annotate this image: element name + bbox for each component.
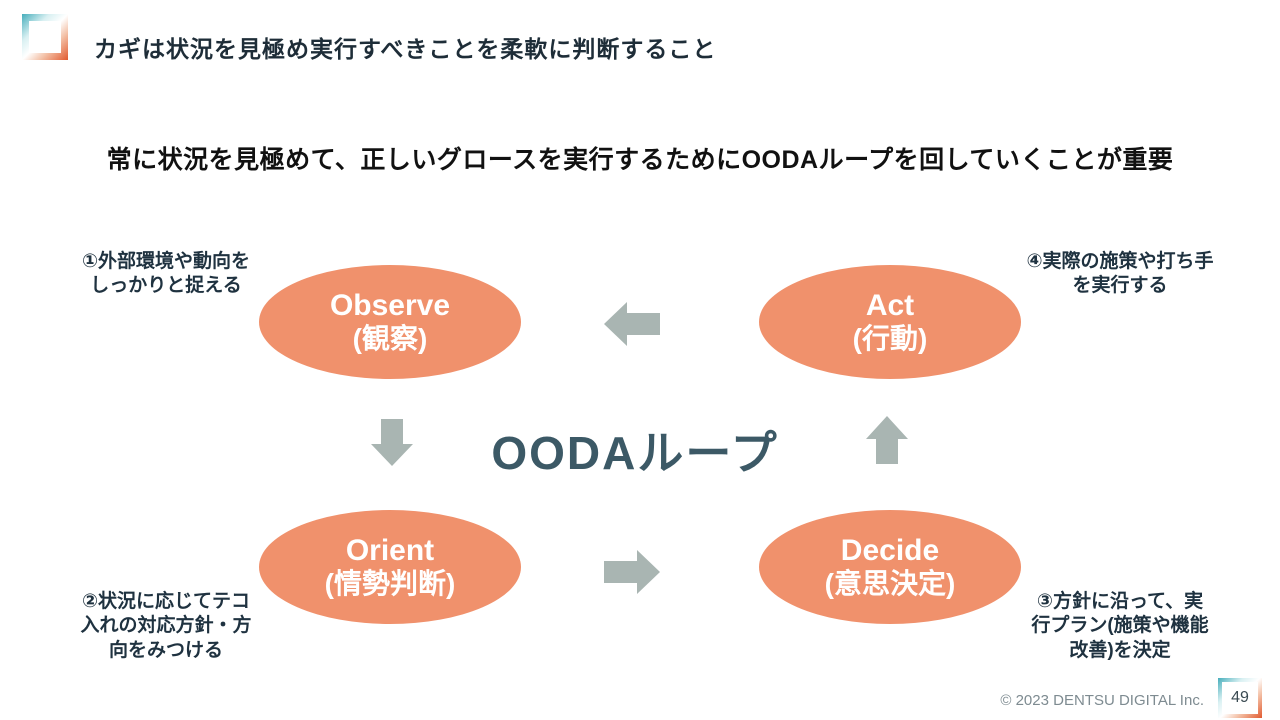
node-observe: Observe (観察) — [259, 265, 521, 379]
annotation-line: 改善)を決定 — [1069, 639, 1171, 661]
annotation-line: ③方針に沿って、実 — [1036, 591, 1204, 612]
dentsu-digital-logo-icon — [22, 14, 68, 60]
node-observe-label-en: Observe — [329, 288, 451, 322]
page-number: 49 — [1222, 682, 1258, 714]
node-decide-label-ja: (意思決定) — [824, 568, 956, 600]
ooda-loop-title: OODAループ — [491, 427, 779, 479]
annotation-2-orient: ②状況に応じてテコ 入れの対応方針・方 向をみつける — [50, 590, 282, 663]
annotation-line: しっかりと捉える — [90, 275, 242, 297]
node-orient-label-ja: (情勢判断) — [324, 568, 456, 600]
annotation-line: ①外部環境や動向を — [81, 251, 251, 272]
arrow-left-icon — [604, 300, 660, 348]
annotation-line: 入れの対応方針・方 — [80, 615, 252, 637]
annotation-4-act: ④実際の施策や打ち手 を実行する — [996, 250, 1244, 299]
logo-inner-square — [29, 21, 61, 53]
node-orient: Orient (情勢判断) — [259, 510, 521, 624]
node-decide: Decide (意思決定) — [759, 510, 1021, 624]
arrow-right-icon — [604, 548, 660, 596]
annotation-line: ④実際の施策や打ち手 — [1026, 251, 1214, 272]
page-number-box: 49 — [1218, 678, 1262, 718]
annotation-1-observe: ①外部環境や動向を しっかりと捉える — [52, 250, 280, 299]
annotation-line: 行プラン(施策や機能 — [1031, 615, 1209, 637]
arrow-up-icon — [864, 416, 910, 464]
arrow-down-icon — [369, 419, 415, 466]
node-orient-label-en: Orient — [345, 533, 435, 567]
annotation-line: を実行する — [1072, 275, 1168, 297]
annotation-3-decide: ③方針に沿って、実 行プラン(施策や機能 改善)を決定 — [998, 590, 1242, 663]
annotation-line: ②状況に応じてテコ — [81, 591, 251, 612]
node-act-label-en: Act — [865, 288, 915, 322]
lead-sentence: 常に状況を見極めて、正しいグロースを実行するためにOODAループを回していくこと… — [106, 146, 1174, 174]
node-act-label-ja: (行動) — [852, 323, 928, 355]
page-title: カギは状況を見極め実行すべきことを柔軟に判断すること — [94, 36, 717, 62]
node-observe-label-ja: (観察) — [352, 323, 428, 355]
annotation-line: 向をみつける — [108, 639, 223, 661]
node-decide-label-en: Decide — [840, 533, 940, 567]
node-act: Act (行動) — [759, 265, 1021, 379]
copyright-text: © 2023 DENTSU DIGITAL Inc. — [1000, 692, 1204, 709]
